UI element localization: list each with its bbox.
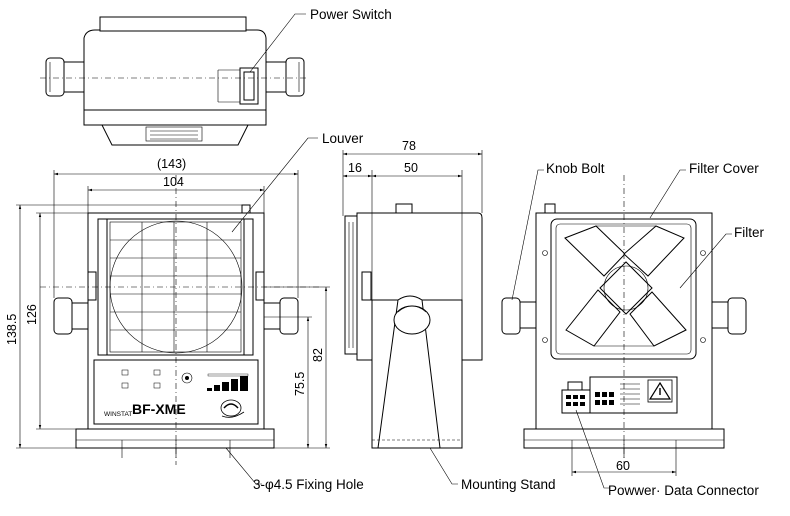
rear-view: 60 [501, 175, 747, 476]
filter-label: Filter [734, 225, 765, 240]
knob-bolt-callout: Knob Bolt [511, 161, 605, 301]
connector-callout: Powwer· Data Connector [575, 409, 759, 498]
front-dimensions: (143) 104 138.5 126 82 75.5 [5, 157, 330, 449]
side-dimensions: 78 16 50 [342, 139, 483, 216]
dim-depth-b: 50 [404, 161, 418, 175]
filter-callout: Filter [679, 225, 765, 289]
dim-depth: 78 [402, 139, 416, 153]
dim-overall-width: (143) [157, 157, 186, 171]
louver-label: Louver [322, 131, 364, 146]
brand-name: WINSTAT [104, 411, 132, 418]
dim-depth-a: 16 [348, 161, 362, 175]
connector-label: Powwer· Data Connector [608, 483, 759, 498]
dim-body-width: 104 [163, 175, 184, 189]
filter-cover-label: Filter Cover [689, 161, 759, 176]
dim-hole-pitch: 60 [616, 459, 630, 473]
panel-leds [121, 369, 193, 389]
fixing-hole-callout: 3-φ4.5 Fixing Hole [121, 440, 364, 492]
dim-overall-height: 138.5 [5, 314, 19, 345]
mounting-stand-label: Mounting Stand [461, 477, 556, 492]
side-view [344, 203, 483, 449]
dim-stand-height: 82 [311, 348, 325, 362]
power-switch-label: Power Switch [310, 7, 392, 22]
connector-pins [566, 392, 614, 406]
top-view [40, 16, 308, 146]
knob-bolt-label: Knob Bolt [546, 161, 605, 176]
mounting-stand-callout: Mounting Stand [429, 447, 556, 492]
front-view: BF-XME WINSTAT [40, 175, 320, 465]
brand-logo-icon [220, 399, 245, 418]
fixing-hole-label: 3-φ4.5 Fixing Hole [253, 477, 364, 492]
warning-icon [647, 379, 673, 403]
power-switch-callout: Power Switch [249, 7, 392, 73]
dim-axis-height: 75.5 [293, 372, 307, 396]
filter-pattern [564, 225, 687, 347]
model-name: BF-XME [132, 401, 186, 417]
filter-cover-callout: Filter Cover [649, 161, 759, 219]
dim-body-height: 126 [25, 304, 39, 325]
level-indicator [207, 373, 249, 391]
louver-callout: Louver [231, 131, 364, 233]
